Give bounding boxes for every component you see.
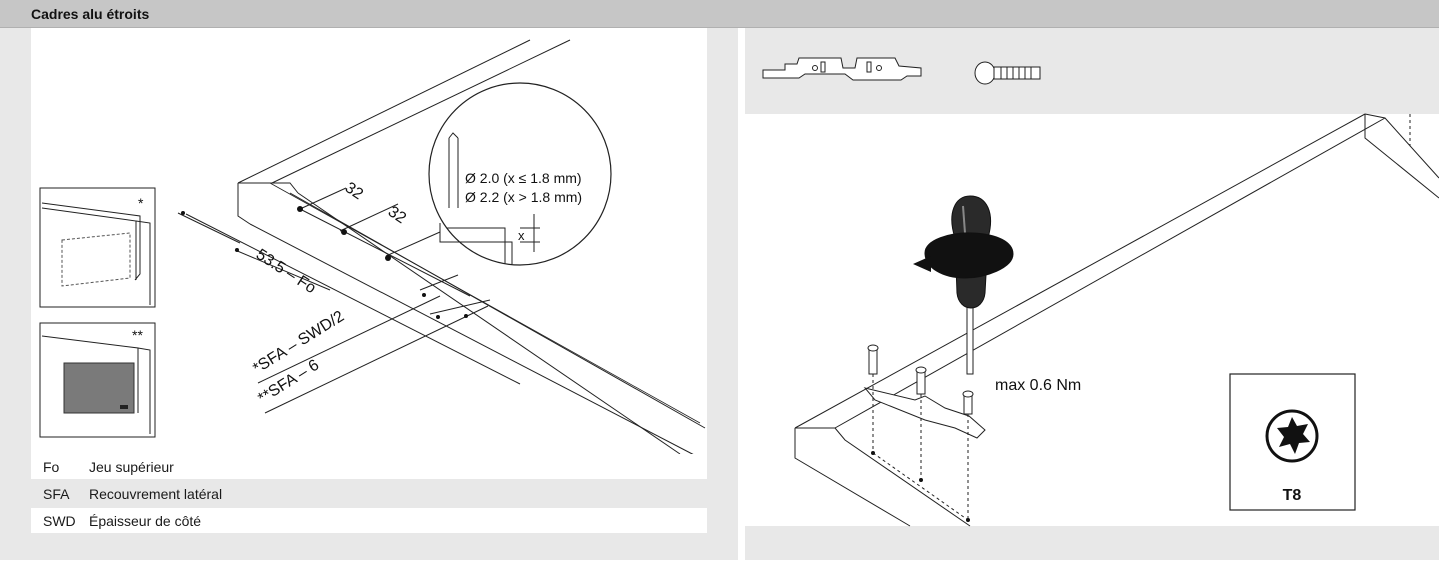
bracket-mounted <box>863 387 986 439</box>
legend-desc: Épaisseur de côté <box>89 513 202 529</box>
frame-corner <box>794 113 1439 527</box>
legend-row: SWD Épaisseur de côté <box>31 508 707 533</box>
drill-size-line-2: Ø 2.2 (x > 1.8 mm) <box>465 189 582 205</box>
bracket-part-icon <box>762 57 922 81</box>
legend-desc: Jeu supérieur <box>89 459 174 475</box>
legend-desc: Recouvrement latéral <box>89 486 223 502</box>
drill-points <box>181 206 468 319</box>
frame-dimension-diagram: 32 32 53.5 – Fo *SFA – SWD/2 **SFA – 6 Ø… <box>31 28 707 459</box>
thumbnail-2-mark: ** <box>132 327 143 343</box>
section-title: Cadres alu étroits <box>31 6 150 22</box>
torque-label: max 0.6 Nm <box>995 377 1081 394</box>
drill-detail-magnifier: Ø 2.0 (x ≤ 1.8 mm) Ø 2.2 (x > 1.8 mm) x <box>428 82 612 266</box>
mounting-diagram: max 0.6 Nm T8 <box>745 57 1439 527</box>
thumbnail-1-mark: * <box>138 195 144 211</box>
legend-row: SFA Recouvrement latéral <box>31 481 707 506</box>
legend-code: Fo <box>43 459 60 475</box>
screwdriver-icon <box>913 195 1014 375</box>
thumbnail-overlay: ** <box>39 322 156 438</box>
x-dimension-label: x <box>518 228 525 243</box>
thumbnail-front-inset: * <box>39 187 156 308</box>
torx-t8-badge: T8 <box>1229 373 1356 511</box>
legend-row: Fo Jeu supérieur <box>31 454 707 479</box>
torx-icon <box>1277 417 1310 454</box>
drill-size-line-1: Ø 2.0 (x ≤ 1.8 mm) <box>465 170 582 186</box>
right-diagram-panel: max 0.6 Nm T8 <box>745 28 1439 560</box>
legend-code: SFA <box>43 486 70 502</box>
screw-part-icon <box>974 61 1041 85</box>
drive-size-label: T8 <box>1283 487 1302 504</box>
section-header: Cadres alu étroits <box>0 0 1439 28</box>
legend-code: SWD <box>43 513 76 529</box>
